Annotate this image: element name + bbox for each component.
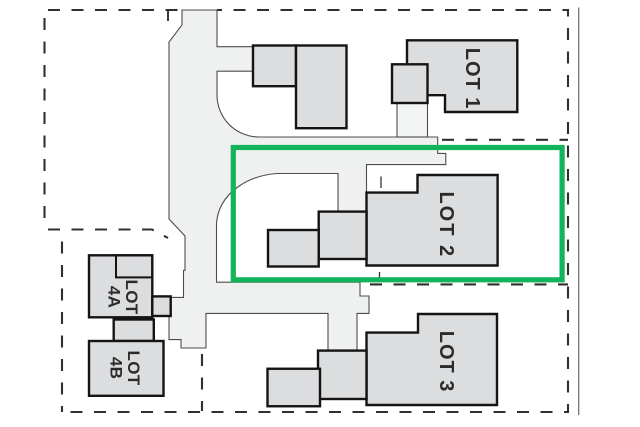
svg-text:LOT4A: LOT4A xyxy=(105,280,142,315)
svg-text:LOT 2: LOT 2 xyxy=(435,191,457,258)
svg-text:LOT 1: LOT 1 xyxy=(461,48,483,110)
svg-text:LOT4B: LOT4B xyxy=(107,351,144,386)
svg-text:LOT 3: LOT 3 xyxy=(435,331,457,393)
